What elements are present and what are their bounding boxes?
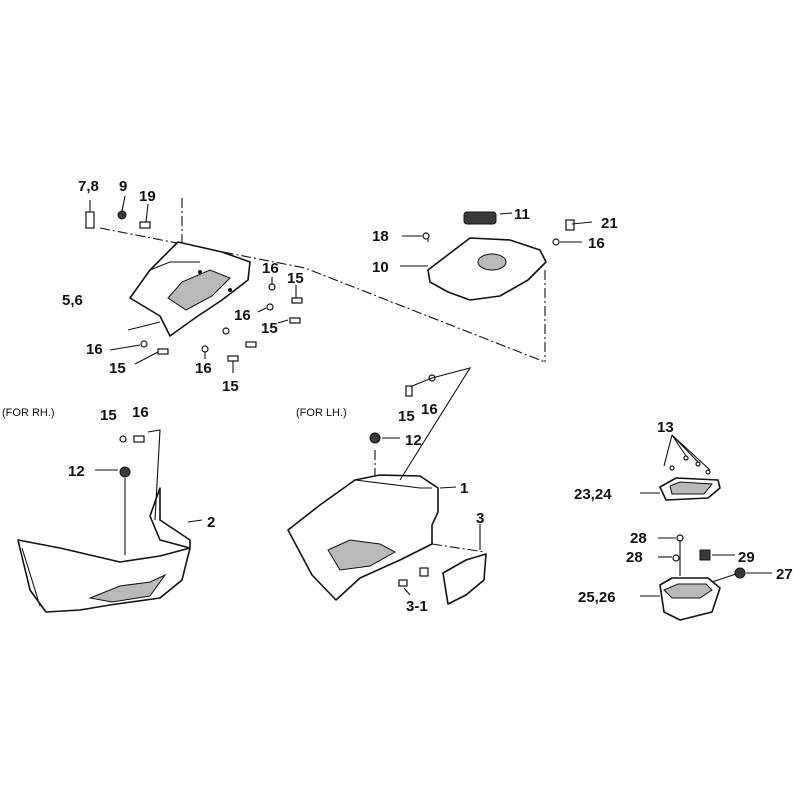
callout-21: 21 <box>601 215 618 232</box>
callout-19: 19 <box>139 188 156 205</box>
callout-15-a: 15 <box>287 270 304 287</box>
callout-12-rh: 12 <box>68 463 85 480</box>
hardware-top-left <box>85 195 151 229</box>
callout-16-lh: 16 <box>421 401 438 418</box>
callout-16-e: 16 <box>588 235 605 252</box>
callout-5-6: 5,6 <box>62 292 83 309</box>
lh-footwell <box>287 367 472 601</box>
panel-bolts <box>109 277 303 373</box>
callout-25-26: 25,26 <box>578 589 616 606</box>
note-for-lh: (FOR LH.) <box>296 407 347 419</box>
callout-27: 27 <box>776 566 793 583</box>
callout-29: 29 <box>738 549 755 566</box>
callout-28-b: 28 <box>626 549 643 566</box>
callout-18: 18 <box>372 228 389 245</box>
callout-2: 2 <box>207 514 215 531</box>
callout-15-rh: 15 <box>100 407 117 424</box>
callout-12-lh: 12 <box>405 432 422 449</box>
callout-9: 9 <box>119 178 127 195</box>
callout-10: 10 <box>372 259 389 276</box>
callout-11: 11 <box>514 206 530 223</box>
callout-16-a: 16 <box>262 260 279 277</box>
callout-16-rh: 16 <box>132 404 149 421</box>
battery-box <box>640 534 772 621</box>
callout-13: 13 <box>657 419 674 436</box>
front-fender-panel <box>129 241 251 337</box>
callout-15-c: 15 <box>109 360 126 377</box>
callout-3-1: 3-1 <box>406 598 428 615</box>
rear-fender-panel <box>400 211 593 301</box>
callout-16-b: 16 <box>234 307 251 324</box>
side-cover <box>442 524 487 605</box>
callout-15-b: 15 <box>261 320 278 337</box>
battery-tray-lid <box>640 434 721 501</box>
callout-15-d: 15 <box>222 378 239 395</box>
callout-15-lh: 15 <box>398 408 415 425</box>
callout-16-d: 16 <box>195 360 212 377</box>
rh-footwell <box>17 429 203 613</box>
callout-16-c: 16 <box>86 341 103 358</box>
note-for-rh: (FOR RH.) <box>2 407 55 419</box>
callout-7-8: 7,8 <box>78 178 99 195</box>
callout-labels: 7,8 9 19 5,6 16 15 16 15 16 15 16 15 18 … <box>62 178 793 615</box>
callout-23-24: 23,24 <box>574 486 612 503</box>
callout-3: 3 <box>476 510 484 527</box>
callout-1: 1 <box>460 480 468 497</box>
callout-28-a: 28 <box>630 530 647 547</box>
